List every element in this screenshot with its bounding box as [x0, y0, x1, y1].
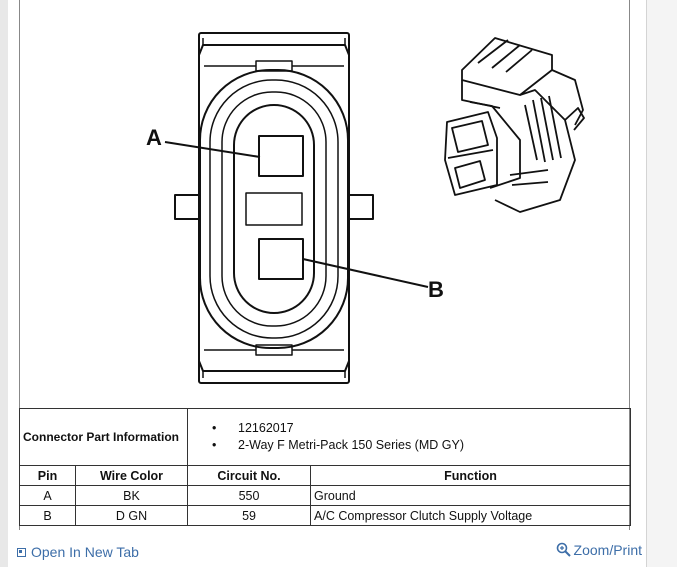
- open-tab-icon: [17, 547, 26, 557]
- figure-footer: Open In New Tab Zoom/Print: [0, 540, 646, 567]
- table-row: A BK 550 Ground: [19, 485, 632, 506]
- connector-series: 2-Way F Metri-Pack 150 Series (MD GY): [238, 438, 464, 452]
- outer-seal: [199, 69, 349, 349]
- cell-pin: A: [19, 485, 76, 506]
- zoom-print-link[interactable]: Zoom/Print: [556, 542, 642, 558]
- magnifier-icon: [556, 542, 571, 557]
- right-divider: [646, 0, 647, 567]
- cell-circuit: 550: [187, 485, 312, 506]
- col-header-circuit: Circuit No.: [187, 465, 312, 486]
- terminal-a: [258, 135, 304, 177]
- connector-part-info-label: Connector Part Information: [18, 408, 189, 466]
- series-item: •2-Way F Metri-Pack 150 Series (MD GY): [212, 438, 464, 452]
- bottom-shroud: [198, 360, 350, 372]
- open-new-tab-label: Open In New Tab: [31, 544, 139, 560]
- connector-3d-illustration: [444, 37, 585, 213]
- cell-wire-color: D GN: [74, 505, 189, 526]
- cell-circuit: 59: [187, 505, 312, 526]
- top-shroud: [198, 44, 350, 56]
- cell-pin: B: [19, 505, 76, 526]
- zoom-print-label: Zoom/Print: [573, 542, 642, 558]
- right-latch: [348, 194, 374, 220]
- left-gutter: [0, 0, 8, 567]
- connector-diagram: A B: [146, 32, 585, 384]
- part-number-item: •12162017: [212, 421, 294, 435]
- right-scroll-area[interactable]: [647, 0, 677, 567]
- left-latch: [174, 194, 200, 220]
- cell-wire-color: BK: [74, 485, 189, 506]
- col-header-wire-color: Wire Color: [74, 465, 189, 486]
- pin-label-b: B: [428, 277, 444, 302]
- col-header-pin: Pin: [19, 465, 76, 486]
- cell-function: Ground: [310, 485, 632, 506]
- connector-part-info-list: •12162017 •2-Way F Metri-Pack 150 Series…: [187, 408, 632, 466]
- terminal-b: [258, 238, 304, 280]
- open-new-tab-link[interactable]: Open In New Tab: [17, 544, 139, 560]
- col-header-function: Function: [310, 465, 632, 486]
- pin-label-a: A: [146, 125, 162, 150]
- part-number: 12162017: [238, 421, 294, 435]
- connector-info-table: Connector Part Information •12162017 •2-…: [18, 408, 632, 526]
- leader-a: [164, 141, 261, 158]
- connector-figure-frame: [19, 0, 630, 530]
- table-row: B D GN 59 A/C Compressor Clutch Supply V…: [19, 505, 632, 526]
- inner-cavity: [233, 104, 315, 314]
- table-header-row: Pin Wire Color Circuit No. Function: [19, 465, 632, 486]
- leader-b: [302, 258, 429, 288]
- cell-function: A/C Compressor Clutch Supply Voltage: [310, 505, 632, 526]
